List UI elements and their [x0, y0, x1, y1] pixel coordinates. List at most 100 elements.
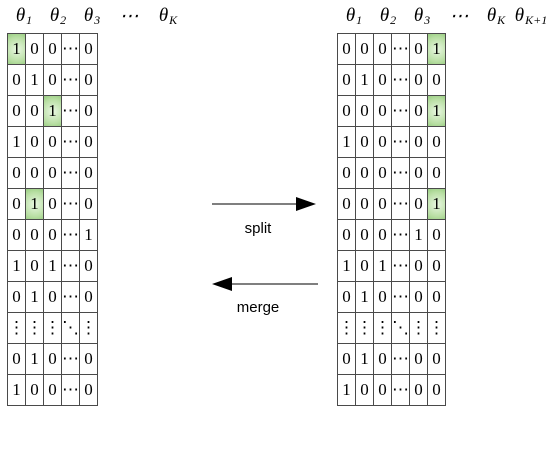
matrix-cell: 0 — [427, 374, 446, 406]
matrix-cell: 1 — [355, 343, 374, 375]
matrix-cell: ⋯ — [61, 250, 80, 282]
merge-label: merge — [236, 299, 280, 316]
matrix-cell: 0 — [337, 157, 356, 189]
matrix-cell: ⋮ — [337, 312, 356, 344]
matrix-cell: 1 — [25, 281, 44, 313]
highlighted-cell: 1 — [427, 95, 446, 127]
matrix-cell: 0 — [355, 188, 374, 220]
matrix-cell: 0 — [79, 64, 98, 96]
matrix-cell: ⋮ — [43, 312, 62, 344]
matrix-cell: 0 — [373, 33, 392, 65]
column-header-subscript: 3 — [94, 12, 101, 27]
matrix-cell: ⋱ — [391, 312, 410, 344]
matrix-cell: 0 — [409, 374, 428, 406]
matrix-cell: 0 — [355, 374, 374, 406]
column-header-symbol: θ — [83, 5, 94, 26]
matrix-cell: 0 — [427, 157, 446, 189]
matrix-cell: 0 — [409, 95, 428, 127]
matrix-cell: 0 — [337, 281, 356, 313]
matrix-cell: 0 — [7, 219, 26, 251]
matrix-cell: 0 — [43, 219, 62, 251]
matrix-cell: 0 — [79, 281, 98, 313]
matrix-cell: 1 — [79, 219, 98, 251]
matrix-cell: 0 — [7, 281, 26, 313]
matrix-cell: 0 — [355, 33, 374, 65]
matrix-cell: 0 — [373, 64, 392, 96]
matrix-cell: 0 — [25, 126, 44, 158]
matrix-cell: 0 — [43, 281, 62, 313]
column-header-subscript: 2 — [390, 12, 397, 27]
matrix-cell: 0 — [79, 95, 98, 127]
matrix-cell: 0 — [409, 343, 428, 375]
matrix-cell: 0 — [409, 64, 428, 96]
matrix-cell: 0 — [43, 374, 62, 406]
matrix-cell: 0 — [355, 250, 374, 282]
matrix-cell: 1 — [337, 126, 356, 158]
matrix-cell: 1 — [25, 343, 44, 375]
matrix-cell: 1 — [355, 64, 374, 96]
matrix-cell: ⋯ — [61, 95, 80, 127]
merge-arrow-head — [212, 277, 232, 291]
column-header-subscript: K — [497, 12, 506, 27]
matrix-cell: ⋯ — [391, 126, 410, 158]
matrix-cell: 0 — [337, 219, 356, 251]
matrix-cell: ⋯ — [61, 64, 80, 96]
matrix-cell: 0 — [409, 126, 428, 158]
matrix-cell: 0 — [427, 64, 446, 96]
matrix-cell: ⋯ — [391, 188, 410, 220]
matrix-cell: 0 — [79, 343, 98, 375]
matrix-cell: 0 — [7, 157, 26, 189]
matrix-cell: 0 — [25, 374, 44, 406]
matrix-cell: ⋯ — [391, 157, 410, 189]
matrix-cell: 0 — [409, 157, 428, 189]
matrix-cell: 0 — [373, 157, 392, 189]
matrix-cell: 0 — [427, 343, 446, 375]
column-header-4: ⋯ — [109, 0, 149, 32]
matrix-cell: 0 — [427, 219, 446, 251]
matrix-cell: 0 — [427, 281, 446, 313]
matrix-cell: ⋯ — [391, 64, 410, 96]
matrix-cell: 0 — [337, 188, 356, 220]
matrix-cell: 0 — [337, 33, 356, 65]
matrix-cell: ⋯ — [61, 33, 80, 65]
highlighted-cell: 1 — [43, 95, 62, 127]
matrix-cell: ⋯ — [391, 343, 410, 375]
matrix-cell: 0 — [337, 95, 356, 127]
matrix-cell: 0 — [79, 250, 98, 282]
matrix-cell: 0 — [43, 157, 62, 189]
matrix-cell: 0 — [373, 188, 392, 220]
matrix-cell: ⋮ — [79, 312, 98, 344]
matrix-cell: ⋯ — [61, 281, 80, 313]
matrix-cell: ⋯ — [61, 188, 80, 220]
matrix-cell: 0 — [355, 219, 374, 251]
matrix-cell: 0 — [427, 126, 446, 158]
matrix-cell: 0 — [25, 219, 44, 251]
column-header-symbol: ⋯ — [449, 5, 469, 27]
matrix-cell: 0 — [373, 281, 392, 313]
column-header-4: ⋯ — [439, 0, 479, 32]
matrix-cell: 0 — [25, 250, 44, 282]
matrix-cell: 0 — [43, 126, 62, 158]
matrix-cell: 0 — [427, 250, 446, 282]
matrix-cell: 0 — [337, 64, 356, 96]
operations: split merge — [200, 180, 330, 330]
column-header-subscript: K+1 — [525, 12, 548, 27]
matrix-cell: 0 — [43, 343, 62, 375]
matrix-cell: ⋮ — [409, 312, 428, 344]
matrix-cell: 0 — [373, 126, 392, 158]
